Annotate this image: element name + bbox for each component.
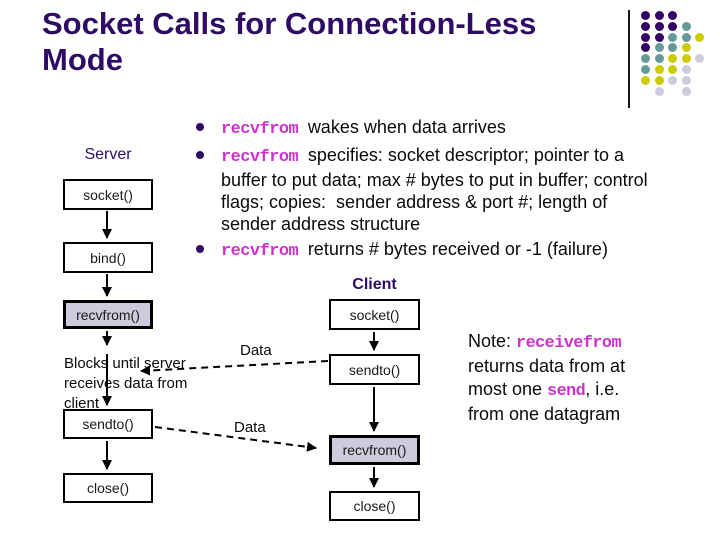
decor-dot — [668, 65, 677, 74]
decor-dot — [654, 32, 664, 42]
decor-dot — [681, 54, 691, 64]
bullet-icon — [196, 123, 204, 131]
decor-dot — [641, 75, 650, 85]
decor-dot — [668, 21, 677, 31]
decor-dot — [654, 11, 664, 20]
plain-text: client — [64, 395, 100, 412]
data-transfer-label: Data — [234, 419, 266, 436]
bullet-icon — [196, 151, 204, 159]
decor-dot — [668, 11, 677, 20]
note-annotation: Note: receivefrom returns data from at mos… — [468, 330, 673, 426]
decor-dot-mosaic — [641, 11, 711, 106]
decor-dot — [695, 54, 704, 64]
decor-dot — [654, 21, 664, 31]
client-sendto-box: sendto() — [329, 354, 420, 385]
client-close-box: close() — [329, 491, 420, 521]
plain-text: receives data from — [64, 375, 188, 392]
decor-dot — [654, 43, 664, 53]
plain-text: Note: — [468, 331, 517, 351]
decor-dot — [641, 11, 650, 20]
decor-dot — [641, 65, 650, 74]
plain-text: most one — [468, 379, 548, 399]
slide-title-line1: Socket Calls for Connection-Less — [42, 6, 537, 41]
client-socket-box: socket() — [329, 299, 420, 330]
decor-dot — [681, 75, 691, 85]
decor-dot — [668, 32, 677, 42]
code-text: recvfrom — [221, 242, 308, 261]
plain-text: specifies: socket descriptor; pointer to… — [307, 145, 624, 165]
decor-dot — [654, 65, 664, 74]
code-text: recvfrom — [221, 120, 308, 139]
plain-text: buffer to put data; max # bytes to put i… — [221, 170, 648, 190]
decor-dot — [681, 21, 691, 31]
decor-dot — [668, 54, 677, 64]
server-socket-box: socket() — [63, 179, 153, 210]
decor-dot — [641, 21, 650, 31]
bullet-item: recvfrom wakes when data arrives — [190, 116, 702, 141]
slide-title: Socket Calls for Connection-Less Mode — [42, 6, 634, 78]
decor-dot — [681, 86, 691, 96]
bullet-item: recvfrom specifies: socket descriptor; p… — [190, 144, 702, 235]
plain-text: from one datagram — [468, 404, 621, 424]
decor-dot — [695, 32, 704, 42]
bullet-list: recvfrom wakes when data arrives recvfro… — [190, 116, 702, 266]
plain-text: Blocks until server — [64, 355, 186, 372]
server-column-label: Server — [84, 146, 132, 163]
bullet-item: recvfrom returns # bytes received or -1 … — [190, 238, 702, 263]
decor-dot — [681, 65, 691, 74]
plain-text: returns data from at — [468, 356, 626, 376]
decor-vertical-rule — [628, 10, 630, 108]
server-recvfrom-box: recvfrom() — [63, 300, 153, 329]
bullet-text: recvfrom returns # bytes received or -1 … — [221, 238, 702, 263]
decor-dot — [681, 43, 691, 53]
bullet-text: recvfrom specifies: socket descriptor; p… — [221, 144, 702, 235]
decor-dot — [668, 43, 677, 53]
decor-dot — [668, 75, 677, 85]
decor-dot — [641, 43, 650, 53]
client-recvfrom-box: recvfrom() — [329, 435, 420, 465]
client-column-label: Client — [352, 276, 397, 293]
decor-dot — [641, 32, 650, 42]
plain-text: , i.e. — [585, 379, 620, 399]
slide-title-line2: Mode — [42, 42, 123, 77]
plain-text: flags; copies: sender address & port #; … — [221, 192, 608, 212]
server-close-box: close() — [63, 473, 153, 503]
code-text: send — [547, 382, 586, 401]
decor-dot — [641, 54, 650, 64]
decor-dot — [654, 86, 664, 96]
decor-dot — [654, 54, 664, 64]
plain-text: wakes when data arrives — [307, 117, 506, 137]
plain-text: returns # bytes received or -1 (failure) — [307, 239, 608, 259]
blocks-annotation: Blocks until server receives data from cli… — [64, 354, 216, 414]
server-bind-box: bind() — [63, 242, 153, 273]
data-transfer-label: Data — [240, 342, 272, 359]
decor-dot — [681, 32, 691, 42]
server-sendto-box: sendto() — [63, 409, 153, 439]
code-text: receivefrom — [516, 334, 621, 353]
code-text: recvfrom — [221, 148, 308, 167]
plain-text: sender address structure — [221, 214, 421, 234]
bullet-icon — [196, 245, 204, 253]
decor-dot — [654, 75, 664, 85]
bullet-text: recvfrom wakes when data arrives — [221, 116, 702, 141]
